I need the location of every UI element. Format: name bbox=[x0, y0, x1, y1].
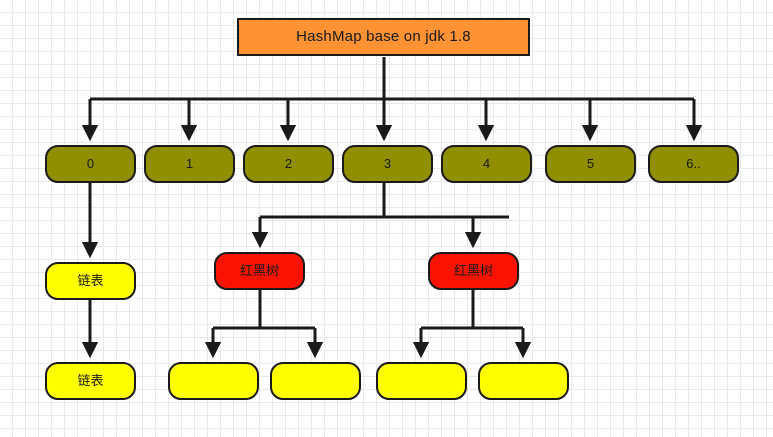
bucket-node-2-label: 2 bbox=[284, 155, 293, 171]
bucket-node-3-label: 3 bbox=[383, 155, 392, 171]
bucket-node-0[interactable]: 0 bbox=[45, 145, 136, 183]
bucket-node-1[interactable]: 1 bbox=[144, 145, 235, 183]
red-black-tree-node-2[interactable]: 红黑树 bbox=[428, 252, 519, 290]
red-black-tree-node-1[interactable]: 红黑树 bbox=[214, 252, 305, 290]
linked-list-node-1-label: 链表 bbox=[77, 272, 104, 288]
bucket-node-6[interactable]: 6.. bbox=[648, 145, 739, 183]
bucket-node-3[interactable]: 3 bbox=[342, 145, 433, 183]
bucket-node-5-label: 5 bbox=[586, 155, 595, 171]
leaf-node-3[interactable] bbox=[376, 362, 467, 400]
leaf-node-2[interactable] bbox=[270, 362, 361, 400]
bucket-node-1-label: 1 bbox=[185, 155, 194, 171]
leaf-node-1[interactable] bbox=[168, 362, 259, 400]
linked-list-node-2-label: 链表 bbox=[77, 372, 104, 388]
bucket-node-5[interactable]: 5 bbox=[545, 145, 636, 183]
linked-list-node-2[interactable]: 链表 bbox=[45, 362, 136, 400]
red-black-tree-node-1-label: 红黑树 bbox=[239, 262, 279, 278]
bucket-node-4[interactable]: 4 bbox=[441, 145, 532, 183]
leaf-node-4[interactable] bbox=[478, 362, 569, 400]
bucket-node-6-label: 6.. bbox=[686, 155, 701, 171]
title-node[interactable]: HashMap base on jdk 1.8 bbox=[237, 18, 530, 56]
bucket-node-0-label: 0 bbox=[86, 155, 95, 171]
bucket-node-2[interactable]: 2 bbox=[243, 145, 334, 183]
red-black-tree-node-2-label: 红黑树 bbox=[453, 262, 493, 278]
title-node-label: HashMap base on jdk 1.8 bbox=[296, 27, 471, 45]
linked-list-node-1[interactable]: 链表 bbox=[45, 262, 136, 300]
bucket-node-4-label: 4 bbox=[482, 155, 491, 171]
